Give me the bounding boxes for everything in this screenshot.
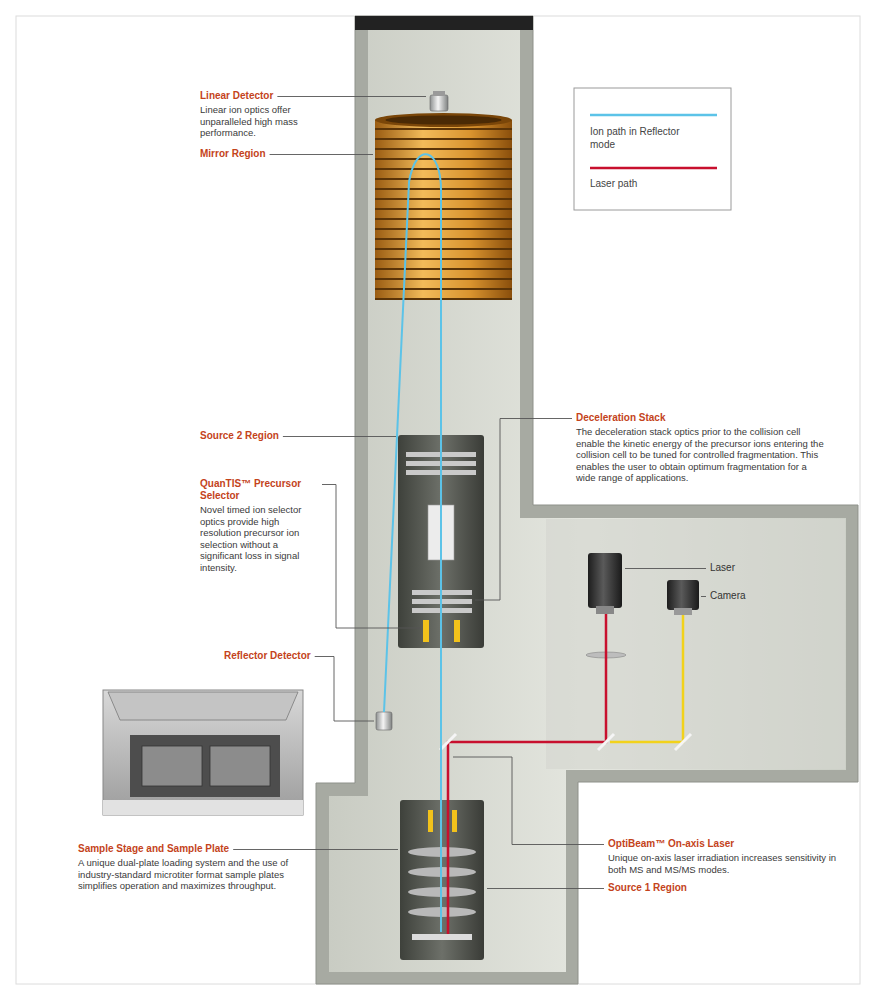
callout-heading: Linear Detector bbox=[200, 90, 273, 102]
turning-mirror bbox=[440, 734, 456, 750]
mirror-top bbox=[375, 113, 512, 127]
page-card bbox=[16, 16, 860, 984]
loader-lid bbox=[108, 692, 298, 720]
laser-nozzle bbox=[596, 606, 614, 614]
vacuum-chamber bbox=[329, 30, 846, 972]
camera-lens bbox=[674, 608, 692, 615]
callout-heading: Deceleration Stack bbox=[576, 412, 666, 424]
callout-heading: Mirror Region bbox=[200, 148, 266, 160]
selector-rod bbox=[423, 620, 429, 642]
reflector-detector bbox=[376, 712, 392, 730]
top-cap bbox=[355, 16, 533, 30]
detector-cap bbox=[433, 91, 445, 96]
legend-frame bbox=[574, 88, 731, 210]
callout-heading: Source 1 Region bbox=[608, 882, 687, 894]
callout-heading: Sample Stage and Sample Plate bbox=[78, 843, 229, 855]
callout-text: A unique dual-plate loading system and t… bbox=[78, 857, 306, 892]
sample-loader-photo bbox=[103, 690, 303, 815]
optics-chamber bbox=[546, 519, 845, 769]
loader-tray bbox=[130, 735, 280, 797]
leader-line bbox=[453, 757, 604, 845]
leader-line bbox=[277, 96, 426, 97]
selector-rod bbox=[454, 620, 460, 642]
callout-text: Unique on-axis laser irradiation increas… bbox=[608, 852, 848, 875]
leader-line bbox=[475, 419, 572, 601]
loader-plate bbox=[142, 746, 202, 786]
camera-mirror bbox=[675, 734, 691, 750]
callout-heading: Reflector Detector bbox=[224, 650, 311, 662]
linear-detector bbox=[430, 91, 448, 111]
leader-line bbox=[270, 154, 373, 155]
callout-heading: QuanTIS™ Precursor Selector bbox=[200, 478, 318, 502]
callout-heading: OptiBeam™ On-axis Laser bbox=[608, 838, 734, 850]
leader-line bbox=[322, 485, 420, 629]
detector-body bbox=[430, 95, 448, 111]
part-label: Camera bbox=[710, 590, 746, 602]
legend-box bbox=[574, 88, 731, 210]
callout-text: The deceleration stack optics prior to t… bbox=[576, 426, 824, 484]
laser-path bbox=[448, 614, 606, 934]
leader-line bbox=[487, 888, 604, 889]
extraction-rod bbox=[452, 810, 457, 832]
leader-line bbox=[233, 849, 398, 850]
part-label: Laser bbox=[710, 562, 735, 574]
leader-line bbox=[701, 596, 706, 597]
camera-path bbox=[610, 615, 683, 742]
callout-text: Linear ion optics offer unparalleled hig… bbox=[200, 104, 318, 139]
camera-body bbox=[667, 580, 699, 610]
leader-line bbox=[315, 657, 374, 722]
photo-frame bbox=[103, 690, 303, 815]
instrument-housing bbox=[316, 16, 858, 984]
ion-path bbox=[384, 154, 441, 932]
legend-laser-line bbox=[590, 167, 717, 170]
legend-text: Ion path in Reflector mode bbox=[590, 126, 685, 151]
legend-text: Laser path bbox=[590, 178, 710, 191]
legend-ion-line bbox=[590, 114, 717, 117]
loader-plate bbox=[210, 746, 270, 786]
callout-heading: Source 2 Region bbox=[200, 430, 279, 442]
loader-front bbox=[103, 800, 303, 815]
camera-unit bbox=[667, 580, 699, 615]
sample-plate bbox=[412, 934, 472, 940]
extraction-rod bbox=[428, 810, 433, 832]
leader-line bbox=[625, 568, 706, 569]
dichroic-mirror bbox=[598, 734, 614, 750]
leader-line bbox=[283, 436, 396, 437]
laser-body bbox=[588, 553, 622, 608]
mirror-bore bbox=[386, 116, 502, 125]
callout-text: Novel timed ion selector optics provide … bbox=[200, 504, 322, 573]
mirror-plates bbox=[375, 120, 512, 300]
mirror-region bbox=[375, 113, 512, 300]
